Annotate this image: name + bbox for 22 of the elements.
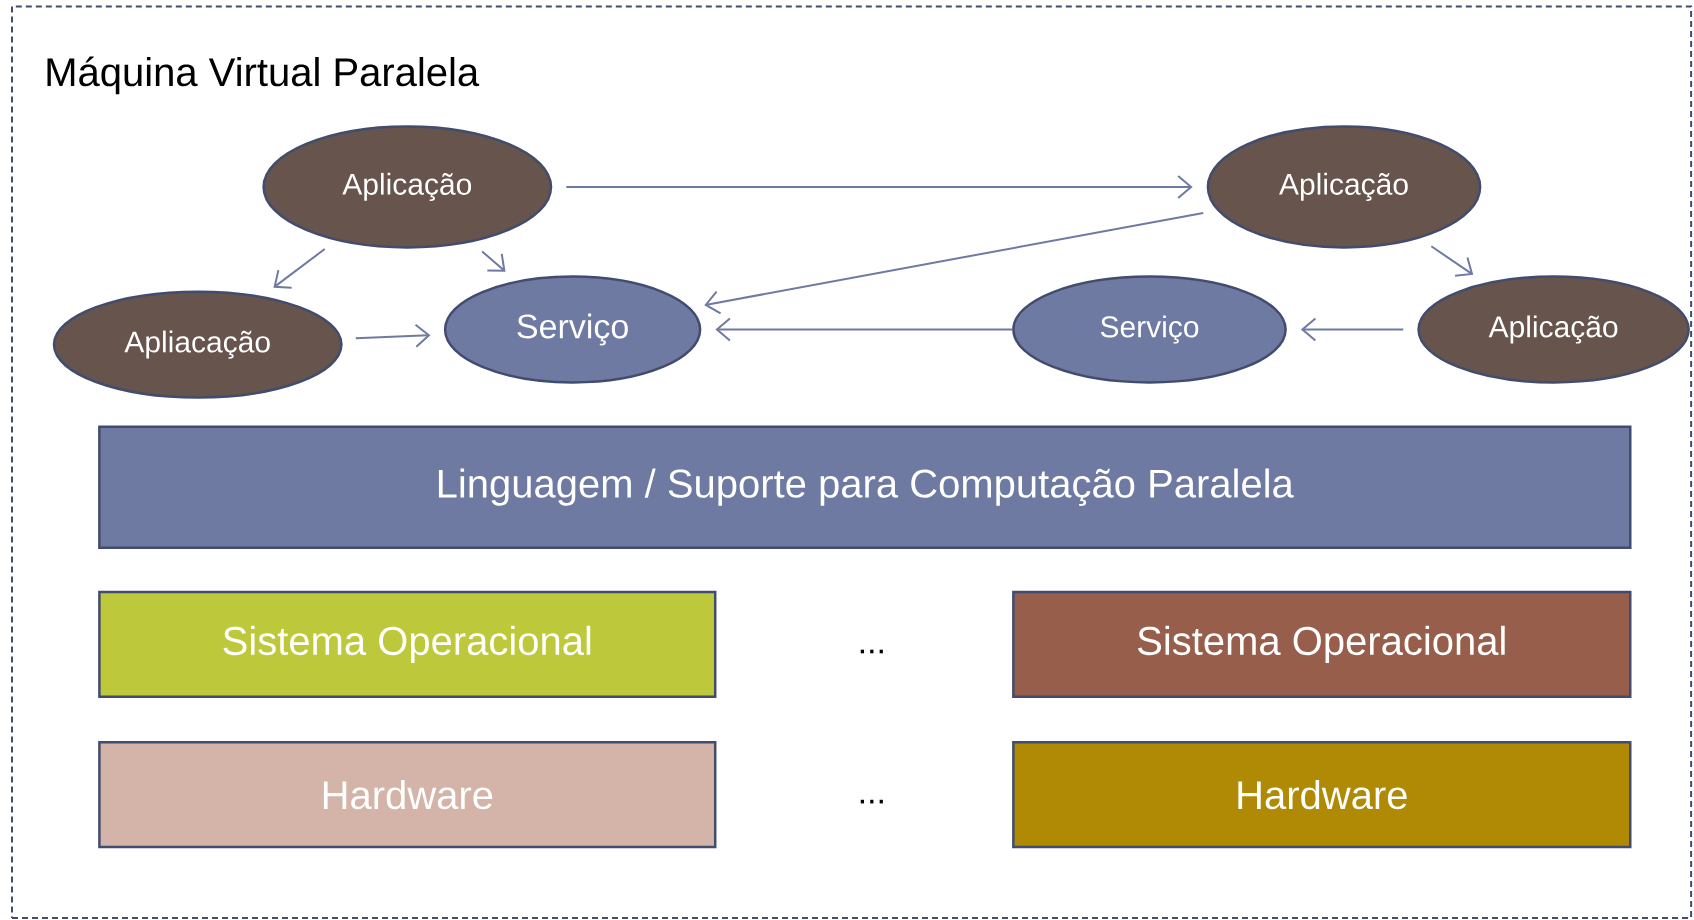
arrow [565,174,1193,199]
ellipsis-text: ... [860,799,883,804]
ellipse-node: Serviço [443,275,702,384]
ellipse-node: Aplicação [262,125,553,249]
ellipsis-text: ... [860,649,883,654]
ellipse-node: Aplicação [1206,125,1482,249]
ellipse-node: Apliacação [52,290,343,399]
arrow [273,248,326,289]
arrow [354,323,431,348]
arrow [481,250,506,272]
layer-box: Hardware [98,740,717,849]
layer-bar: Linguagem / Suporte para Computação Paralela [98,425,1632,549]
arrow [1430,245,1474,277]
layer-box: Hardware [1012,740,1632,849]
layer-box: Sistema Operacional [1012,590,1632,699]
ellipse-node: Serviço [1012,275,1287,384]
ellipse-node: Aplicação [1417,275,1690,384]
arrow [704,211,1205,315]
arrow [715,317,1014,342]
arrow [1300,317,1405,342]
layer-box: Sistema Operacional [98,590,717,699]
frame-title: Máquina Virtual Paralela [47,56,480,95]
